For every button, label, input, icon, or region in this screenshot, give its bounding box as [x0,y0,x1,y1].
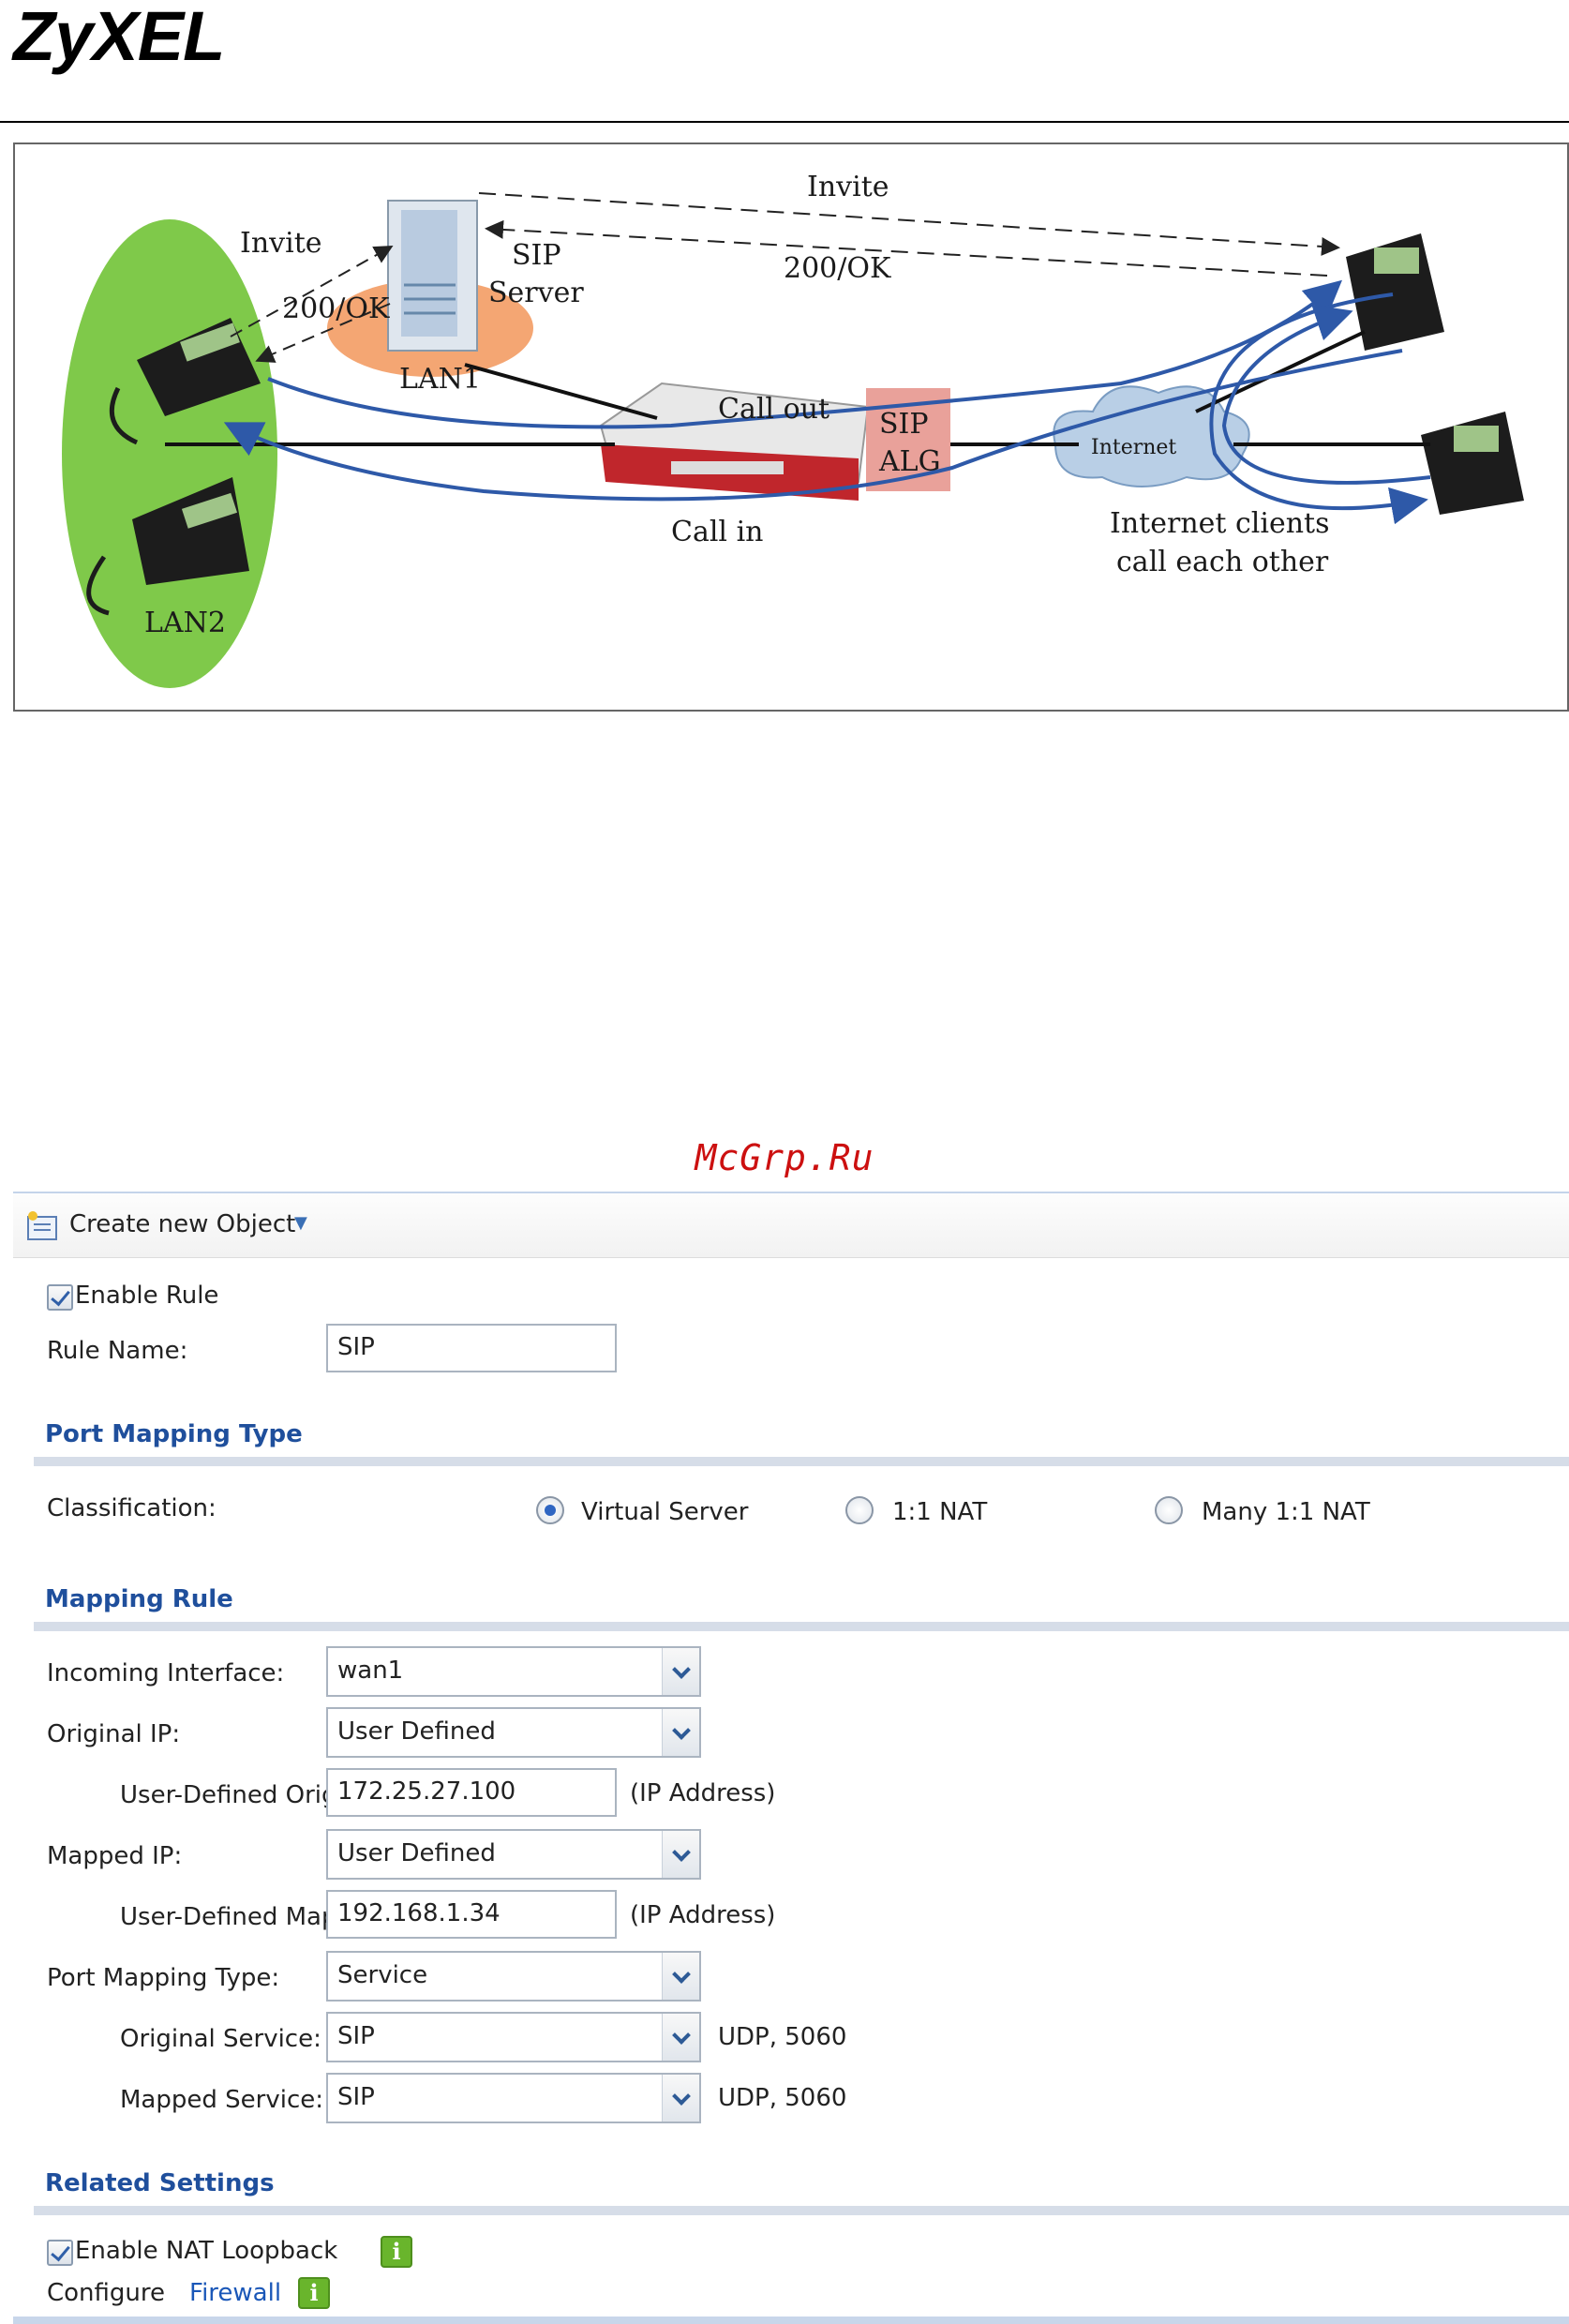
mapped-service-hint: UDP, 5060 [718,2084,847,2112]
incoming-interface-select[interactable]: wan1 [326,1646,701,1697]
mapped-ip-value: User Defined [337,1839,496,1867]
original-service-label: Original Service: [120,2025,321,2053]
rule-name-label: Rule Name: [47,1337,188,1365]
ok-top-label: 200/OK [784,252,891,285]
enable-rule-label: Enable Rule [75,1282,219,1310]
sip-server-label-line1: SIP [512,239,561,272]
radio-virtual-server[interactable] [536,1496,564,1524]
invite-left-label: Invite [240,227,322,260]
chevron-down-icon[interactable] [662,2014,699,2061]
user-defined-original-ip-input[interactable]: 172.25.27.100 [326,1768,617,1817]
classification-label: Classification: [47,1494,217,1522]
sip-alg-diagram: Invite 200/OK SIP Server LAN1 LAN2 Invit… [13,142,1569,712]
mapped-service-select[interactable]: SIP [326,2073,701,2123]
internet-label: Internet [1091,436,1176,459]
one-to-one-nat-label: 1:1 NAT [892,1498,988,1526]
sip-alg-label-line1: SIP [879,408,929,441]
invite-top-label: Invite [807,171,889,203]
configure-label: Configure [47,2279,166,2307]
original-ip-value: User Defined [337,1717,496,1746]
ip-address-hint: (IP Address) [630,1779,776,1807]
panel-bottom-bar [13,2317,1569,2324]
phone-remote-bottom-icon [1421,412,1524,515]
create-object-icon[interactable] [26,1211,58,1241]
lan2-label: LAN2 [144,607,226,639]
sip-alg-label-line2: ALG [878,445,941,478]
enable-rule-checkbox[interactable] [47,1284,73,1311]
ip-address-hint: (IP Address) [630,1901,776,1929]
section-divider [34,1457,1569,1466]
toolbar: Create new Object ▼ [13,1192,1569,1258]
phone-remote-top-icon [1346,233,1444,351]
dropdown-arrow-icon[interactable]: ▼ [294,1213,307,1233]
section-divider [34,2206,1569,2215]
mapped-service-value: SIP [337,2083,375,2111]
enable-nat-loopback-label: Enable NAT Loopback [75,2237,338,2265]
user-defined-mapped-ip-input[interactable]: 192.168.1.34 [326,1890,617,1939]
chevron-down-icon[interactable] [662,1831,699,1878]
chevron-down-icon[interactable] [662,1709,699,1756]
clients-label-line2: call each other [1116,546,1329,578]
section-divider [34,1622,1569,1631]
related-settings-heading: Related Settings [45,2169,275,2197]
info-icon[interactable]: i [298,2277,330,2309]
info-icon[interactable]: i [381,2236,412,2268]
lan1-label: LAN1 [399,363,481,396]
port-mapping-type-select[interactable]: Service [326,1951,701,2002]
port-mapping-type-value: Service [337,1961,428,1989]
rule-name-input[interactable]: SIP [326,1324,617,1372]
original-service-value: SIP [337,2022,375,2050]
radio-one-to-one-nat[interactable] [845,1496,874,1524]
watermark: McGrp.Ru [695,1137,874,1178]
many-one-to-one-nat-label: Many 1:1 NAT [1202,1498,1370,1526]
sip-server-icon [387,200,478,352]
mapped-ip-label: Mapped IP: [47,1842,183,1870]
zyxel-firewall-icon [599,382,870,501]
mapping-rule-heading: Mapping Rule [45,1585,233,1613]
firewall-link[interactable]: Firewall [189,2279,282,2307]
mapped-service-label: Mapped Service: [120,2086,323,2114]
incoming-interface-label: Incoming Interface: [47,1659,285,1687]
radio-many-one-to-one-nat[interactable] [1155,1496,1183,1524]
mapped-ip-select[interactable]: User Defined [326,1829,701,1880]
internet-cloud [1053,385,1250,487]
phone-lan2-icon [86,477,249,616]
call-in-label: Call in [671,516,763,548]
port-mapping-type-heading: Port Mapping Type [45,1420,303,1448]
ok-left-label: 200/OK [282,292,390,325]
call-out-label: Call out [718,393,829,426]
chevron-down-icon[interactable] [662,1648,699,1695]
chevron-down-icon[interactable] [662,2075,699,2122]
zyxel-logo: ZyXEL [13,0,225,75]
sip-server-label-line2: Server [488,277,584,309]
clients-label-line1: Internet clients [1110,507,1330,540]
create-new-object-button[interactable]: Create new Object [69,1210,296,1238]
chevron-down-icon[interactable] [662,1953,699,2000]
virtual-server-label: Virtual Server [581,1498,749,1526]
incoming-interface-value: wan1 [337,1657,404,1685]
header-divider [0,121,1569,123]
original-service-hint: UDP, 5060 [718,2023,847,2051]
phone-lan1-icon [109,318,261,445]
enable-nat-loopback-checkbox[interactable] [47,2240,73,2266]
original-ip-label: Original IP: [47,1720,181,1748]
original-ip-select[interactable]: User Defined [326,1707,701,1758]
nat-rule-panel: Create new Object ▼ Enable Rule Rule Nam… [13,1192,1569,2324]
original-service-select[interactable]: SIP [326,2012,701,2062]
port-mapping-type-label: Port Mapping Type: [47,1964,280,1992]
